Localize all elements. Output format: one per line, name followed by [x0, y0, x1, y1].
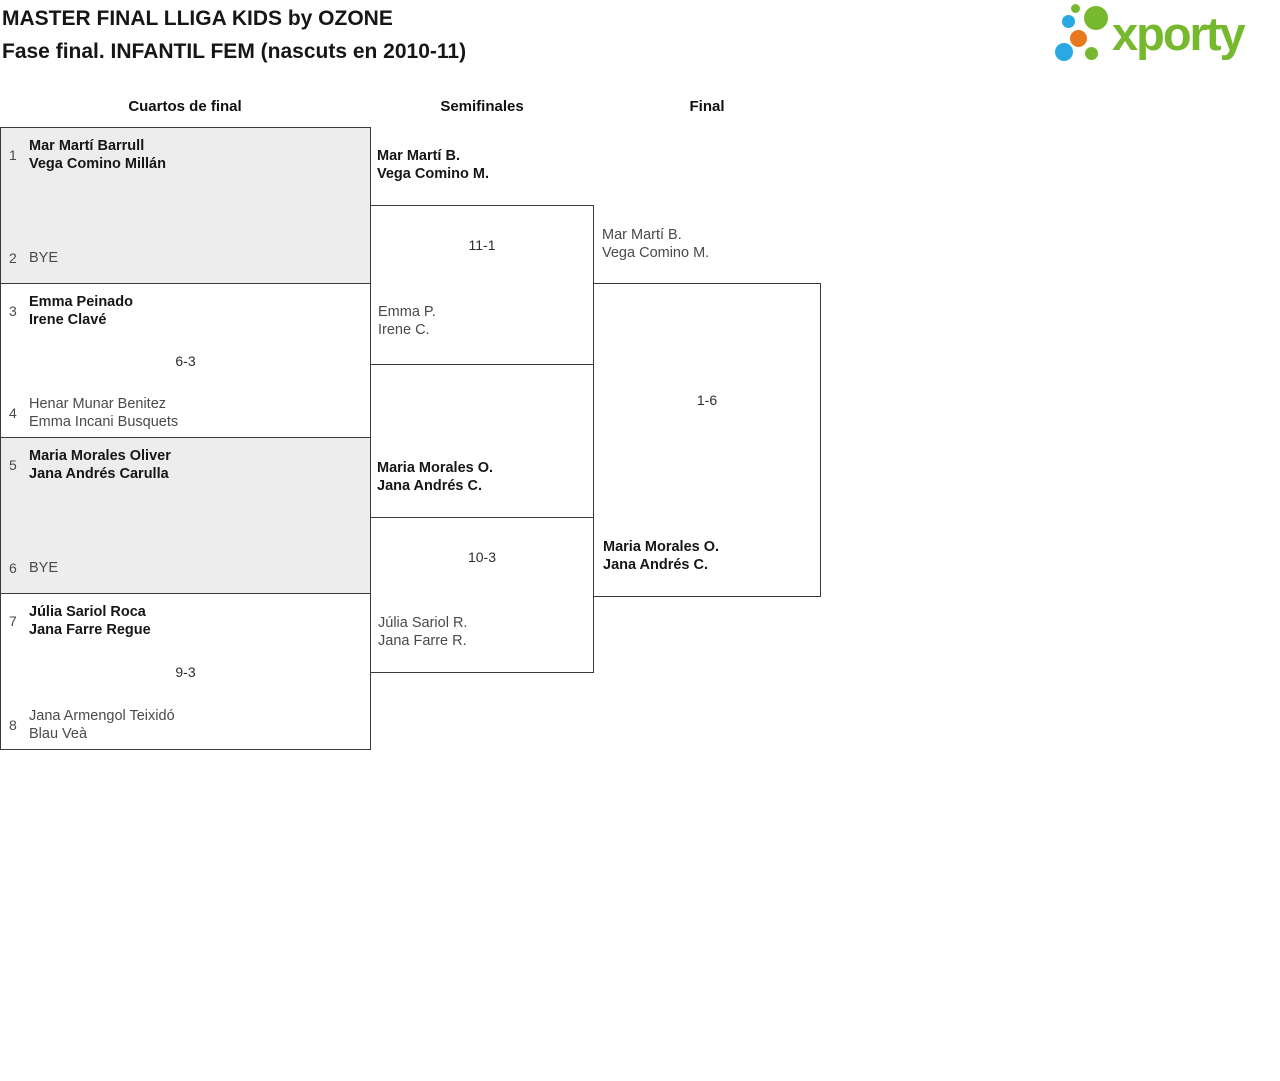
- player-name: Jana Andrés C.: [377, 478, 483, 494]
- round-header-semifinales: Semifinales: [440, 98, 524, 115]
- team-name: Maria Morales Oliver Jana Andrés Carulla: [29, 447, 171, 483]
- logo-dot-green-large-icon: [1084, 6, 1108, 30]
- seed-number: 5: [9, 457, 17, 473]
- page-subtitle: Fase final. INFANTIL FEM (nascuts en 201…: [2, 40, 467, 63]
- player-name: Emma Incani Busquets: [29, 414, 179, 430]
- player-name: Jana Armengol Teixidó: [29, 708, 175, 724]
- round-header-final: Final: [689, 98, 725, 115]
- seed-number: 8: [9, 717, 17, 733]
- final-team-a: Mar Martí B. Vega Comino M.: [602, 226, 709, 262]
- round-header-cuartos-de-final: Cuartos de final: [128, 98, 242, 115]
- player-name: Blau Veà: [29, 726, 88, 742]
- seed-number: 2: [9, 250, 17, 266]
- semifinal-1-team-a: Mar Martí B. Vega Comino M.: [377, 147, 489, 183]
- xporty-wordmark: xporty: [1112, 7, 1246, 60]
- team-row: 7 Júlia Sariol Roca Jana Farre Regue: [9, 603, 362, 639]
- match-score: 9-3: [175, 663, 196, 680]
- semifinal-1-team-b: Emma P. Irene C.: [378, 303, 436, 339]
- match-score: 6-3: [175, 352, 196, 369]
- team-row: 4 Henar Munar Benitez Emma Incani Busque…: [9, 395, 362, 431]
- final-winner-team: Maria Morales O. Jana Andrés C.: [603, 538, 719, 574]
- player-name: Jana Andrés Carulla: [29, 466, 169, 482]
- player-name: Irene C.: [378, 322, 430, 338]
- player-name: Mar Martí Barrull: [29, 138, 145, 154]
- player-name: Henar Munar Benitez: [29, 396, 167, 412]
- team-row: 5 Maria Morales Oliver Jana Andrés Carul…: [9, 447, 362, 483]
- player-name: Vega Comino M.: [602, 245, 710, 261]
- player-name: BYE: [29, 560, 59, 576]
- player-name: BYE: [29, 250, 59, 266]
- semifinal-2-team-b: Júlia Sariol R. Jana Farre R.: [378, 614, 467, 650]
- player-name: Vega Comino Millán: [29, 156, 166, 172]
- player-name: Emma P.: [378, 304, 436, 320]
- seed-number: 1: [9, 147, 17, 163]
- match-score: 11-1: [468, 237, 496, 253]
- team-row: 2 BYE: [9, 249, 362, 267]
- match-quarterfinal-4: 7 Júlia Sariol Roca Jana Farre Regue 9-3…: [0, 593, 371, 750]
- logo-dot-blue-small-icon: [1062, 15, 1075, 28]
- seed-number: 6: [9, 560, 17, 576]
- match-score: 10-3: [467, 549, 497, 565]
- team-row: 8 Jana Armengol Teixidó Blau Veà: [9, 707, 362, 743]
- player-name: Maria Morales Oliver: [29, 448, 171, 464]
- match-semifinal-1: 11-1 Emma P. Irene C.: [370, 205, 594, 365]
- match-quarterfinal-1: 1 Mar Martí Barrull Vega Comino Millán 2…: [0, 127, 371, 284]
- team-row: 3 Emma Peinado Irene Clavé: [9, 293, 362, 329]
- seed-number: 4: [9, 405, 17, 421]
- match-quarterfinal-3: 5 Maria Morales Oliver Jana Andrés Carul…: [0, 437, 371, 594]
- player-name: Maria Morales O.: [377, 460, 494, 476]
- player-name: Jana Farre Regue: [29, 622, 151, 638]
- player-name: Mar Martí B.: [377, 148, 460, 164]
- team-name: Mar Martí Barrull Vega Comino Millán: [29, 137, 166, 173]
- team-name: BYE: [29, 559, 58, 577]
- semifinal-2-team-a: Maria Morales O. Jana Andrés C.: [377, 459, 493, 495]
- team-name: Júlia Sariol Roca Jana Farre Regue: [29, 603, 151, 639]
- page-title: MASTER FINAL LLIGA KIDS by OZONE: [2, 7, 393, 30]
- logo-dot-green-small-top-icon: [1071, 4, 1080, 13]
- team-name: Jana Armengol Teixidó Blau Veà: [29, 707, 175, 743]
- match-final: 1-6 Maria Morales O. Jana Andrés C.: [593, 283, 821, 597]
- player-name: Emma Peinado: [29, 294, 133, 310]
- team-row: 1 Mar Martí Barrull Vega Comino Millán: [9, 137, 362, 173]
- page-header: MASTER FINAL LLIGA KIDS by OZONE Fase fi…: [2, 2, 466, 68]
- team-name: BYE: [29, 249, 58, 267]
- player-name: Irene Clavé: [29, 312, 107, 328]
- match-score: 1-6: [696, 392, 718, 408]
- player-name: Vega Comino M.: [377, 166, 489, 182]
- seed-number: 7: [9, 613, 17, 629]
- player-name: Jana Farre R.: [378, 633, 467, 649]
- player-name: Maria Morales O.: [603, 539, 720, 555]
- match-quarterfinal-2: 3 Emma Peinado Irene Clavé 6-3 4 Henar M…: [0, 283, 371, 438]
- player-name: Jana Andrés C.: [603, 557, 709, 573]
- player-name: Mar Martí B.: [602, 227, 682, 243]
- xporty-logo[interactable]: xporty: [1050, 2, 1268, 70]
- player-name: Júlia Sariol Roca: [29, 604, 146, 620]
- seed-number: 3: [9, 303, 17, 319]
- team-name: Emma Peinado Irene Clavé: [29, 293, 133, 329]
- team-name: Henar Munar Benitez Emma Incani Busquets: [29, 395, 178, 431]
- team-row: 6 BYE: [9, 559, 362, 577]
- match-semifinal-2: 10-3 Júlia Sariol R. Jana Farre R.: [370, 517, 594, 673]
- logo-dot-orange-icon: [1070, 30, 1087, 47]
- logo-dot-green-bottom-icon: [1085, 47, 1098, 60]
- player-name: Júlia Sariol R.: [378, 615, 468, 631]
- logo-dot-blue-large-icon: [1055, 43, 1073, 61]
